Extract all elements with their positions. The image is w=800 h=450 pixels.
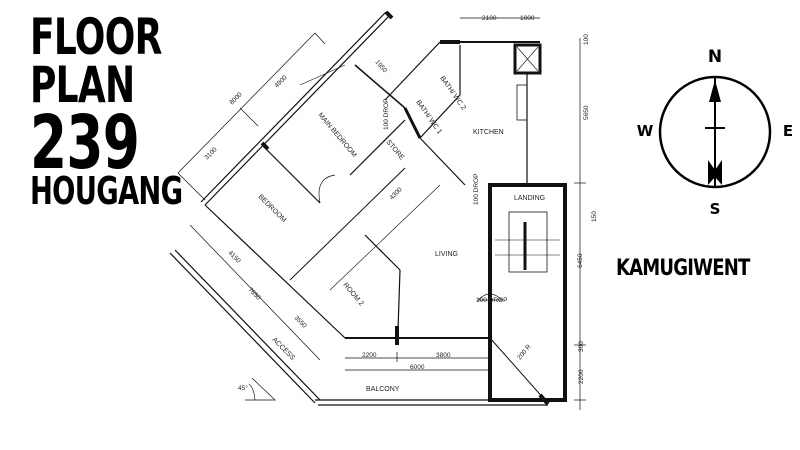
dim-100: 100 xyxy=(583,34,590,45)
label-landing: LANDING xyxy=(514,195,545,202)
dim-150: 150 xyxy=(591,211,598,222)
plan-title: FLOOR PLAN 239 HOUGANG xyxy=(30,12,183,210)
dim-3100: 3100 xyxy=(203,146,218,161)
dim-3550: 3550 xyxy=(293,314,308,329)
compass: N S W E xyxy=(637,47,793,218)
label-main-bedroom: MAIN BEDROOM xyxy=(316,112,357,159)
dim-3800: 3800 xyxy=(436,352,451,359)
walls xyxy=(169,10,586,410)
title-line-3: 239 xyxy=(30,100,140,186)
drop-label-3: 100 DROP xyxy=(476,297,507,304)
compass-e: E xyxy=(783,122,793,140)
room-labels: MAIN BEDROOM BEDROOM STORE KITCHEN BATH/… xyxy=(257,75,546,393)
dim-200-r: 200 R xyxy=(516,343,533,361)
dim-8000: 8000 xyxy=(228,91,243,106)
arrow-fletching-icon xyxy=(708,160,722,185)
dim-6450: 6450 xyxy=(577,253,584,268)
dim-4150: 4150 xyxy=(227,249,242,264)
label-kitchen: KITCHEN xyxy=(473,129,504,136)
dim-2100: 2100 xyxy=(482,15,497,22)
label-bath-2: BATH/ WC 2 xyxy=(438,75,466,111)
dim-300: 300 xyxy=(578,341,585,352)
dim-6000: 6000 xyxy=(410,364,425,371)
drop-label-2: 100 DROP xyxy=(473,174,480,205)
dim-2200-right: 2200 xyxy=(578,369,585,384)
compass-n: N xyxy=(708,47,722,67)
label-balcony: BALCONY xyxy=(366,386,400,393)
label-access: ACCESS xyxy=(271,336,297,362)
dim-5650: 5650 xyxy=(583,105,590,120)
north-arrow-icon xyxy=(709,80,721,102)
dim-1950: 1950 xyxy=(373,59,388,75)
dim-7650: 7650 xyxy=(247,286,262,301)
drop-label-1: 100 DROP xyxy=(383,99,390,130)
compass-w: W xyxy=(637,122,654,140)
watermark-logo: KAMUGIWENT xyxy=(616,256,750,281)
dim-4300: 4300 xyxy=(388,186,403,201)
compass-s: S xyxy=(710,200,721,218)
dim-2200: 2200 xyxy=(362,352,377,359)
dim-1000: 1000 xyxy=(520,15,535,22)
label-room-2: ROOM 2 xyxy=(341,282,364,308)
dim-4900: 4900 xyxy=(273,74,288,89)
title-line-2: PLAN xyxy=(30,56,135,114)
label-bedroom: BEDROOM xyxy=(257,193,288,224)
label-store: STORE xyxy=(384,139,405,162)
angle-45: 45° xyxy=(238,384,248,392)
label-living: LIVING xyxy=(435,251,458,258)
